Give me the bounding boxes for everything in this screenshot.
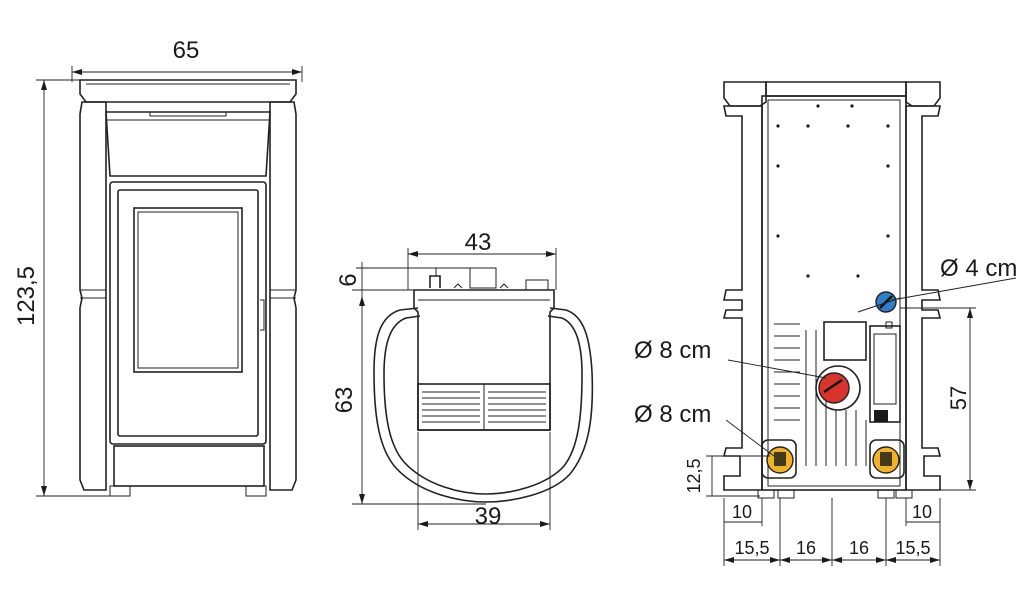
top-depth-label: 63 [331, 387, 358, 414]
bottom-dim-4: 15,5 [895, 538, 930, 558]
hole-lower-label: Ø 8 cm [634, 401, 711, 428]
offset-left-10-label: 10 [732, 502, 752, 522]
top-small-depth-label: 6 [335, 273, 362, 286]
bottom-dim-2: 16 [796, 538, 816, 558]
hole-small-label: Ø 4 cm [940, 255, 1017, 282]
bottom-dim-1: 15,5 [734, 538, 769, 558]
bottom-dim-3: 16 [849, 538, 869, 558]
front-view [36, 66, 303, 497]
offset-right-10-label: 10 [912, 502, 932, 522]
front-height-label: 123,5 [13, 266, 40, 326]
top-inner-width-label: 39 [475, 503, 502, 530]
front-width-label: 65 [173, 37, 200, 64]
rear-height-12-5-label: 12,5 [684, 458, 704, 493]
top-view [352, 248, 594, 530]
rear-height-57-label: 57 [946, 386, 971, 410]
hole-upper-label: Ø 8 cm [634, 337, 711, 364]
rear-view [706, 81, 1017, 566]
top-outer-width-label: 43 [465, 229, 492, 256]
